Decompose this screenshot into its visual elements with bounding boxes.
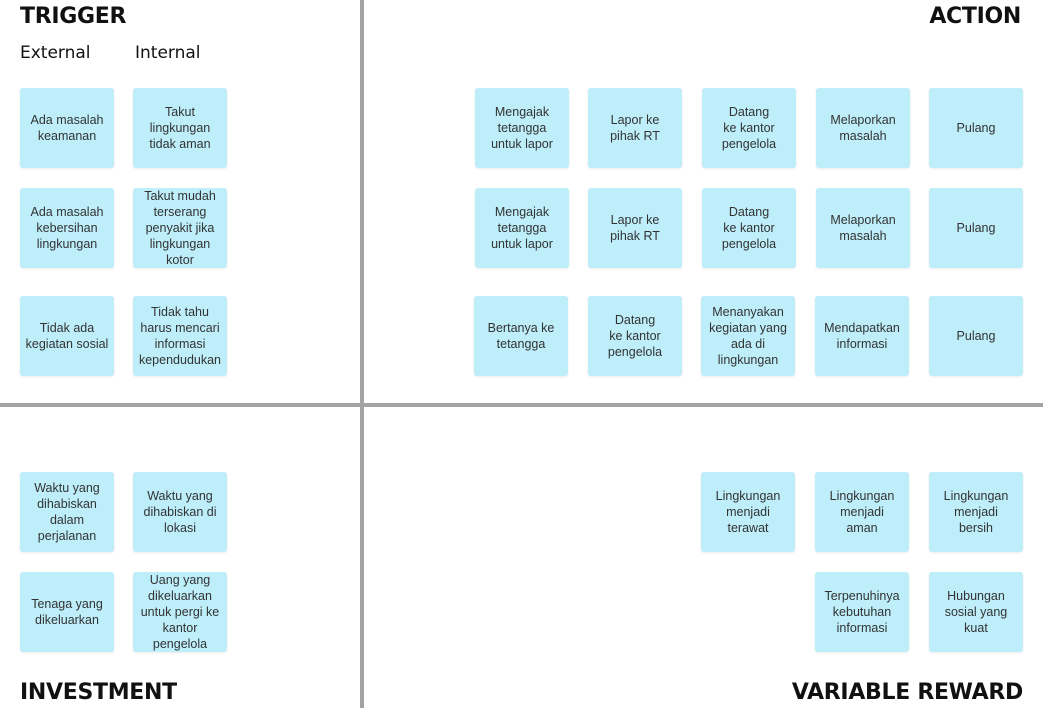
external-label: External bbox=[20, 43, 91, 63]
action-note[interactable]: Datang ke kantor pengelola bbox=[702, 188, 796, 268]
action-note[interactable]: Mengajak tetangga untuk lapor bbox=[475, 88, 569, 168]
investment-note[interactable]: Waktu yang dihabiskan dalam perjalanan bbox=[20, 472, 114, 552]
action-note[interactable]: Mendapatkan informasi bbox=[815, 296, 909, 376]
trigger-title: TRIGGER bbox=[20, 4, 127, 29]
reward-note[interactable]: Hubungan sosial yang kuat bbox=[929, 572, 1023, 652]
reward-note[interactable]: Lingkungan menjadi terawat bbox=[701, 472, 795, 552]
trigger-internal-note[interactable]: Tidak tahu harus mencari informasi kepen… bbox=[133, 296, 227, 376]
action-title: ACTION bbox=[929, 4, 1021, 29]
action-note[interactable]: Melaporkan masalah bbox=[816, 88, 910, 168]
action-note[interactable]: Datang ke kantor pengelola bbox=[588, 296, 682, 376]
investment-note[interactable]: Waktu yang dihabiskan di lokasi bbox=[133, 472, 227, 552]
trigger-external-note[interactable]: Ada masalah kebersihan lingkungan bbox=[20, 188, 114, 268]
reward-note[interactable]: Lingkungan menjadi aman bbox=[815, 472, 909, 552]
variable-reward-title: VARIABLE REWARD bbox=[791, 680, 1023, 705]
vertical-divider bbox=[360, 0, 364, 708]
investment-title: INVESTMENT bbox=[20, 680, 177, 705]
action-note[interactable]: Bertanya ke tetangga bbox=[474, 296, 568, 376]
trigger-external-note[interactable]: Ada masalah keamanan bbox=[20, 88, 114, 168]
action-note[interactable]: Pulang bbox=[929, 88, 1023, 168]
action-note[interactable]: Pulang bbox=[929, 296, 1023, 376]
investment-note[interactable]: Tenaga yang dikeluarkan bbox=[20, 572, 114, 652]
action-note[interactable]: Mengajak tetangga untuk lapor bbox=[475, 188, 569, 268]
action-note[interactable]: Lapor ke pihak RT bbox=[588, 88, 682, 168]
horizontal-divider bbox=[0, 403, 1043, 407]
action-note[interactable]: Melaporkan masalah bbox=[816, 188, 910, 268]
internal-label: Internal bbox=[135, 43, 201, 63]
action-note[interactable]: Lapor ke pihak RT bbox=[588, 188, 682, 268]
reward-note[interactable]: Lingkungan menjadi bersih bbox=[929, 472, 1023, 552]
trigger-internal-note[interactable]: Takut lingkungan tidak aman bbox=[133, 88, 227, 168]
reward-note[interactable]: Terpenuhinya kebutuhan informasi bbox=[815, 572, 909, 652]
trigger-internal-note[interactable]: Takut mudah terserang penyakit jika ling… bbox=[133, 188, 227, 268]
action-note[interactable]: Pulang bbox=[929, 188, 1023, 268]
investment-note[interactable]: Uang yang dikeluarkan untuk pergi ke kan… bbox=[133, 572, 227, 652]
action-note[interactable]: Menanyakan kegiatan yang ada di lingkung… bbox=[701, 296, 795, 376]
action-note[interactable]: Datang ke kantor pengelola bbox=[702, 88, 796, 168]
trigger-external-note[interactable]: Tidak ada kegiatan sosial bbox=[20, 296, 114, 376]
